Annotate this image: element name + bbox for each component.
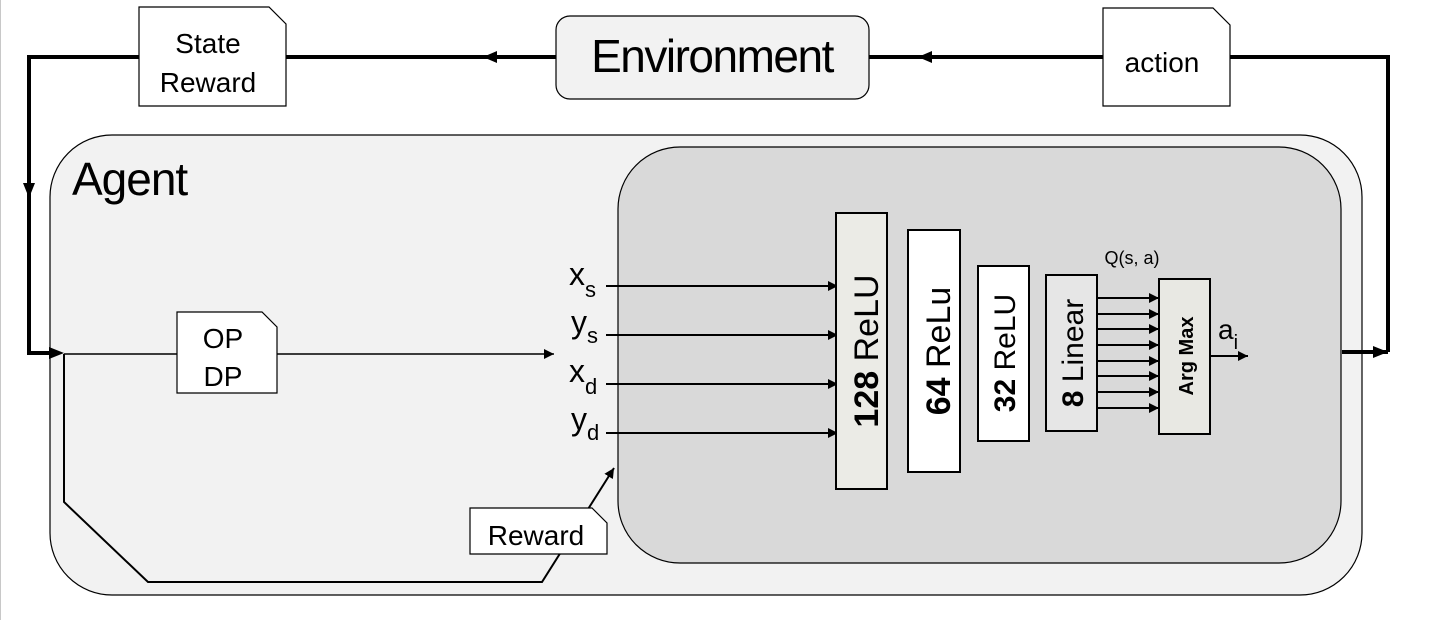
layer-64-box [907,229,961,473]
arrowhead-env-in [918,51,932,63]
environment-box [555,15,870,100]
environment-label: Environment [591,30,834,82]
dp-label: DP [204,361,243,392]
arrowhead-right-out [1373,346,1388,358]
op-label: OP [203,323,243,354]
output-label-ai: ai [1218,314,1238,354]
action-box [1102,7,1231,107]
reward-top-label: Reward [160,67,256,98]
layer-8-label: 8 Linear [1057,299,1090,407]
input-arrows [606,281,838,438]
layer-32-box [977,265,1030,442]
op-dp-box [176,311,278,394]
input-label-xd: xd [569,353,597,399]
reward-label: Reward [488,520,584,551]
arrowhead-env-out [483,51,497,63]
layer-128-label: 128 ReLU [848,274,886,427]
q-label: Q(s, a) [1104,248,1159,268]
arrowhead-left-down [23,183,35,198]
feedback-loop [27,55,1390,355]
layer-128-box [835,212,888,490]
action-label: action [1125,47,1200,78]
input-label-yd: yd [571,401,599,445]
reward-box [469,507,608,555]
layer-32-label: 32 ReLU [989,294,1022,412]
state-label: State [175,28,240,59]
q-value-arrows [1098,293,1159,413]
argmax-box [1158,278,1211,435]
state-reward-box [138,6,287,107]
arrowhead-agent-in [49,347,64,359]
input-label-ys: ys [571,304,598,348]
input-label-xs: xs [569,256,596,302]
layer-64-label: 64 ReLu [920,287,958,416]
agent-label: Agent [72,153,188,205]
argmax-label: Arg Max [1176,317,1198,396]
layer-8-box [1045,274,1098,432]
